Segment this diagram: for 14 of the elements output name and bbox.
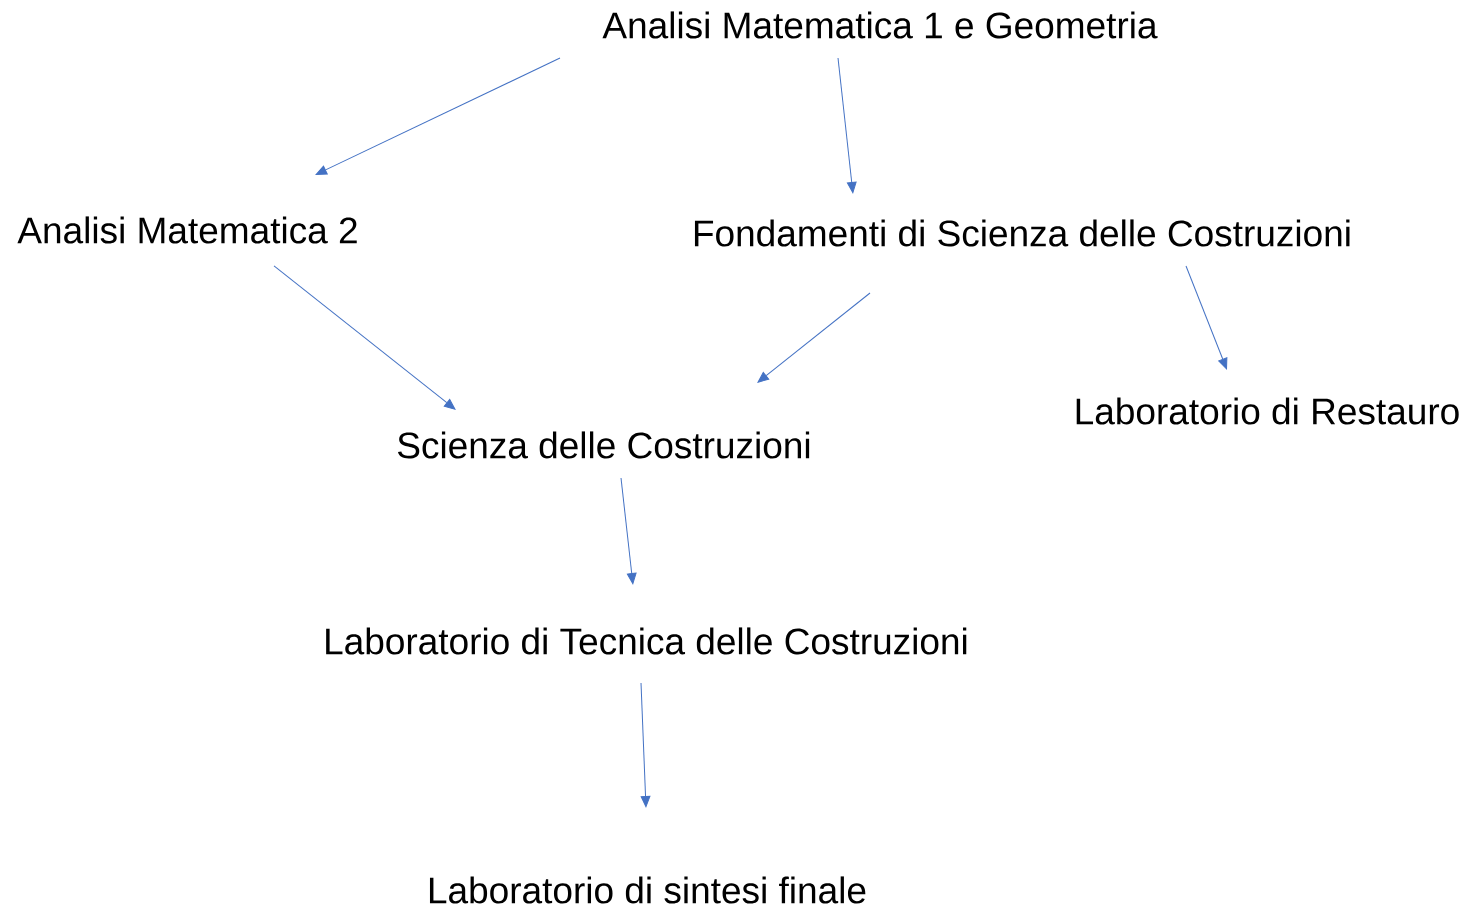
- course-label: Laboratorio di Restauro: [1076, 397, 1459, 425]
- course-label: Analisi Matematica 2: [17, 216, 357, 244]
- arrow: [640, 682, 651, 808]
- arrow: [837, 57, 857, 194]
- arrow: [315, 57, 561, 175]
- arrow: [620, 477, 637, 585]
- arrow: [1185, 265, 1228, 370]
- course-label: Fondamenti di Scienza delle Costruzioni: [694, 219, 1350, 247]
- course-label: Scienza delle Costruzioni: [397, 431, 810, 459]
- course-label: Analisi Matematica 1 e Geometria: [602, 11, 1158, 39]
- course-label: Laboratorio di sintesi finale: [429, 876, 866, 904]
- arrow: [757, 292, 871, 383]
- arrow: [273, 265, 456, 410]
- course-label: Laboratorio di Tecnica delle Costruzioni: [326, 627, 967, 655]
